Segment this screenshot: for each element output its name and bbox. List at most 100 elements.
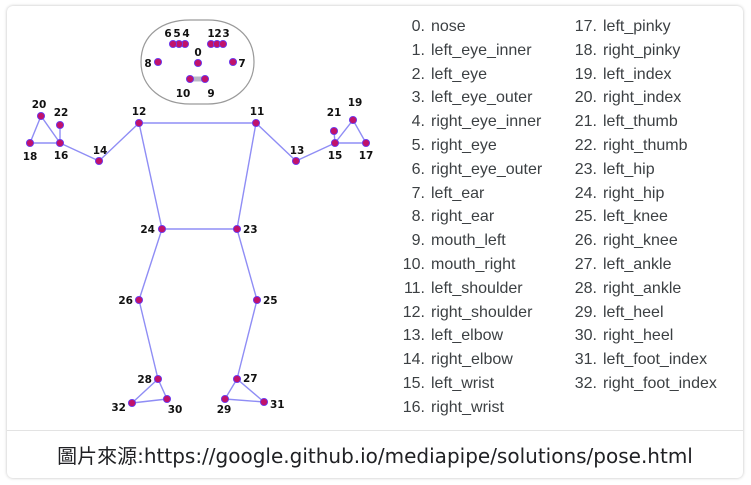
legend-number: 24. xyxy=(574,184,597,202)
landmark-label-25: 25 xyxy=(263,295,278,307)
legend-landmark-name: left_pinky xyxy=(603,18,671,35)
legend-number: 2. xyxy=(411,65,425,83)
landmark-node-6 xyxy=(168,39,178,49)
legend-number: 4. xyxy=(411,113,425,131)
legend-landmark-name: left_index xyxy=(603,65,672,83)
skeleton-edge xyxy=(40,115,61,144)
legend-row: 23. left_hip xyxy=(567,158,717,182)
landmark-node-21 xyxy=(329,126,339,136)
legend-row: 14.right_elbow xyxy=(395,348,542,372)
legend-row: 18. right_pinky xyxy=(567,39,717,63)
legend-row: 20.right_index xyxy=(567,86,717,110)
landmark-label-16: 16 xyxy=(54,150,69,162)
legend-number: 17. xyxy=(574,18,597,35)
landmark-label-22: 22 xyxy=(54,107,69,119)
legend-number: 19. xyxy=(574,65,597,83)
legend-row: 1.left_eye_inner xyxy=(395,39,542,63)
skeleton-edge xyxy=(138,299,159,380)
landmark-node-15 xyxy=(330,138,340,148)
legend-row: 25.left_knee xyxy=(567,205,717,229)
legend-row: 31.left_foot_index xyxy=(567,348,717,372)
legend-landmark-name: left_eye xyxy=(431,65,488,83)
legend-number: 0. xyxy=(411,18,425,35)
legend-number: 25. xyxy=(574,208,597,226)
legend-number: 15. xyxy=(402,374,425,392)
legend-number: 14. xyxy=(402,351,425,369)
landmark-node-29 xyxy=(220,394,230,404)
legend-row: 3.left_eye_outer xyxy=(395,86,542,110)
legend-row: 7.left_ear xyxy=(395,182,542,206)
landmark-node-0 xyxy=(193,58,203,68)
legend-landmark-name: left_thumb xyxy=(603,113,678,131)
legend-landmark-name: right_heel xyxy=(603,327,674,345)
legend-row: 29.left_heel xyxy=(567,301,717,325)
landmark-label-1: 1 xyxy=(207,28,214,40)
landmark-node-23 xyxy=(232,224,242,234)
landmark-node-19 xyxy=(348,115,358,125)
legend-landmark-name: mouth_left xyxy=(431,232,506,250)
skeleton-edge xyxy=(131,398,168,404)
legend-row: 32.right_foot_index xyxy=(567,372,717,396)
legend-number: 16. xyxy=(402,398,425,416)
legend-landmark-name: left_ankle xyxy=(603,255,672,273)
landmark-node-26 xyxy=(134,295,144,305)
landmark-label-21: 21 xyxy=(327,107,342,119)
legend-landmark-name: nose xyxy=(431,18,466,35)
landmark-node-8 xyxy=(153,57,163,67)
skeleton-edge xyxy=(236,122,257,230)
legend-number: 7. xyxy=(411,184,425,202)
legend-landmark-name: left_hip xyxy=(603,160,655,178)
legend-column-2: 17. left_pinky 18. right_pinky 19. left_index… xyxy=(567,15,717,396)
landmark-label-3: 3 xyxy=(222,28,229,40)
landmark-node-10 xyxy=(185,74,195,84)
legend-landmark-name: left_wrist xyxy=(431,374,495,392)
landmark-label-19: 19 xyxy=(348,97,363,109)
landmark-label-27: 27 xyxy=(243,373,258,385)
legend-number: 29. xyxy=(574,303,597,321)
legend-landmark-name: right_hip xyxy=(603,184,665,202)
landmark-label-11: 11 xyxy=(250,106,265,118)
legend-landmark-name: left_eye_inner xyxy=(431,41,532,59)
legend-number: 9. xyxy=(411,232,425,250)
legend-landmark-name: right_ear xyxy=(431,208,495,226)
legend-landmark-name: right_eye_inner xyxy=(431,113,542,131)
legend-number: 11. xyxy=(403,279,425,297)
landmark-label-13: 13 xyxy=(290,145,305,157)
skeleton-edge xyxy=(131,378,159,404)
legend-landmark-name: right_shoulder xyxy=(431,303,533,321)
legend-landmark-name: right_eye xyxy=(431,136,497,154)
legend-landmark-name: right_thumb xyxy=(603,136,688,154)
legend-row: 2. left_eye xyxy=(395,63,542,87)
legend-number: 8. xyxy=(411,208,425,226)
legend-landmark-name: right_pinky xyxy=(603,41,681,59)
legend-landmark-name: right_wrist xyxy=(431,398,504,416)
landmark-label-20: 20 xyxy=(32,99,47,111)
legend-number: 6. xyxy=(411,160,425,178)
landmark-node-3 xyxy=(218,39,228,49)
legend-number: 18. xyxy=(574,41,597,59)
landmark-node-11 xyxy=(251,118,261,128)
landmark-node-22 xyxy=(55,120,65,130)
legend-row: 15. left_wrist xyxy=(395,372,542,396)
legend-row: 12.right_shoulder xyxy=(395,301,542,325)
landmark-node-7 xyxy=(228,57,238,67)
landmark-label-17: 17 xyxy=(359,150,374,162)
legend-number: 31. xyxy=(574,351,597,369)
landmark-node-24 xyxy=(157,224,167,234)
legend-row: 27.left_ankle xyxy=(567,253,717,277)
landmark-node-20 xyxy=(36,111,46,121)
skeleton-edge xyxy=(295,142,336,162)
legend-number: 22. xyxy=(574,136,597,154)
landmark-label-10: 10 xyxy=(176,88,191,100)
legend-row: 13.left_elbow xyxy=(395,324,542,348)
skeleton-edge xyxy=(236,299,258,380)
landmark-label-15: 15 xyxy=(328,150,343,162)
head-outline xyxy=(140,19,255,105)
legend-number: 23. xyxy=(574,160,597,178)
legend-number: 13. xyxy=(402,327,425,345)
legend-row: 10.mouth_right xyxy=(395,253,542,277)
legend-number: 30. xyxy=(574,327,597,345)
legend-row: 4. right_eye_inner xyxy=(395,110,542,134)
